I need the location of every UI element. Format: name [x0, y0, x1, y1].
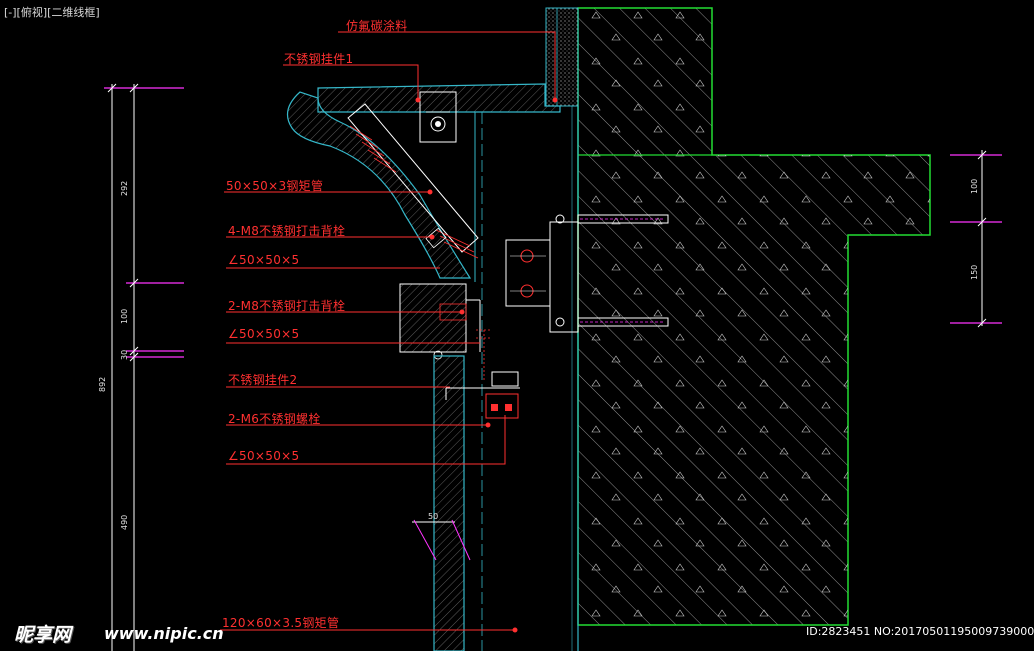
cap-stone: [286, 83, 561, 651]
finish-strip: [545, 7, 579, 651]
dim-892-total: 892: [98, 376, 107, 392]
leader-lines: [220, 31, 558, 633]
callout-4-m8-anchor-bolt: 4-M8不锈钢打击背栓: [228, 224, 346, 238]
right-dimension-chain: [950, 150, 1002, 328]
callout-angle-steel-3: ∠50×50×5: [228, 449, 300, 463]
watermark-id: ID:2823451 NO:20170501195009739000: [806, 625, 1034, 638]
dim-50-offset: 50: [428, 512, 439, 521]
offset-dimension: [412, 519, 471, 561]
viewport-label[interactable]: [-][俯视][二维线框]: [4, 6, 100, 19]
callout-steel-tube-120: 120×60×3.5钢矩管: [222, 616, 340, 630]
callout-steel-tube-50: 50×50×3钢矩管: [226, 179, 324, 193]
dim-490: 490: [120, 514, 129, 530]
watermark-url: www.nipic.cn: [104, 624, 224, 643]
wall-panel: [433, 355, 465, 651]
dim-292: 292: [120, 180, 129, 196]
callout-hanger-2: 不锈钢挂件2: [228, 373, 298, 387]
watermark-logo: 昵享网: [14, 624, 72, 646]
dim-100-left: 100: [120, 308, 129, 324]
callout-2-m6-bolt: 2-M6不锈钢螺栓: [228, 412, 321, 426]
concrete-structure: [577, 7, 931, 626]
dim-100-right: 100: [970, 178, 979, 194]
left-dimension-chain: [104, 83, 184, 651]
hanger-2: [445, 329, 520, 419]
lower-bracket: [399, 283, 481, 360]
dim-150: 150: [970, 264, 979, 280]
callout-2-m8-anchor-bolt: 2-M8不锈钢打击背栓: [228, 299, 346, 313]
callout-fluorocarbon-coating: 仿氟碳涂料: [346, 19, 408, 33]
callout-angle-steel-2: ∠50×50×5: [228, 327, 300, 341]
dim-30: 30: [120, 349, 129, 360]
anchor-plate: [505, 214, 669, 333]
diagonal-tube: [347, 103, 479, 259]
callout-hanger-1: 不锈钢挂件1: [284, 52, 354, 66]
hanger-1: [419, 91, 457, 143]
callout-angle-steel-1: ∠50×50×5: [228, 253, 300, 267]
